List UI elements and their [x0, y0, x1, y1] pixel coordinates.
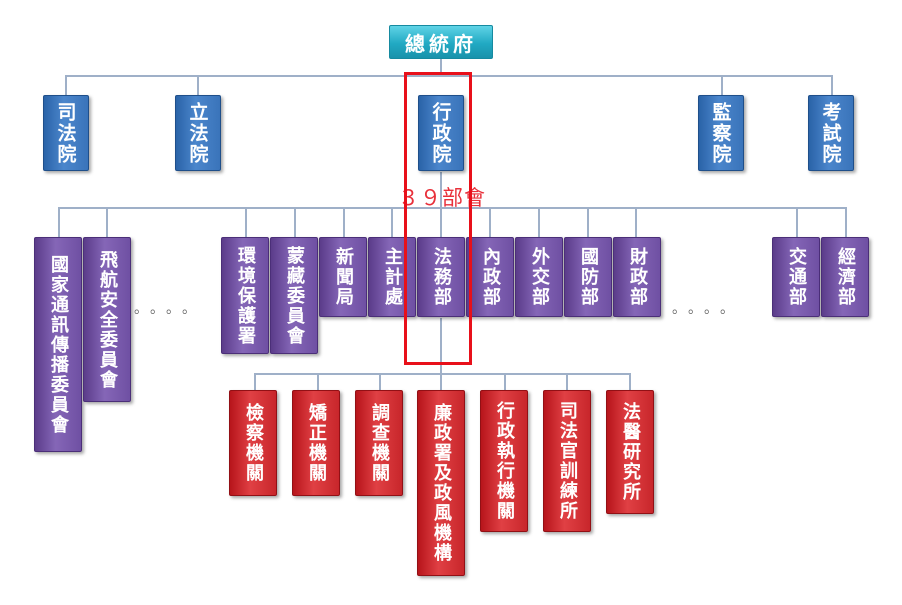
connector-min-5 — [343, 207, 345, 237]
connector-agency-6 — [566, 373, 568, 391]
node-judicial-yuan: 司法院 — [43, 95, 89, 171]
connector-root-down — [440, 58, 442, 76]
node-mtac: 蒙藏委員會 — [270, 237, 318, 354]
node-motc: 交通部 — [772, 237, 820, 317]
connector-moj-down — [440, 318, 442, 374]
connector-exec-down — [440, 172, 442, 208]
node-mnd: 國防部 — [564, 237, 612, 317]
node-mofa: 外交部 — [515, 237, 563, 317]
node-administrative-enforcement: 行政執行機關 — [480, 390, 528, 532]
node-aviation-safety-council: 飛航安全委員會 — [83, 237, 131, 402]
node-mof: 財政部 — [613, 237, 661, 317]
connector-min-12 — [796, 207, 798, 237]
node-moj: 法務部 — [417, 237, 465, 317]
node-legislative-yuan: 立法院 — [175, 95, 221, 171]
connector-yuan-2 — [197, 75, 199, 95]
node-control-yuan: 監察院 — [698, 95, 744, 171]
connector-min-11 — [635, 207, 637, 237]
node-presidential-office: 總統府 — [389, 25, 493, 59]
connector-agency-4 — [440, 373, 442, 391]
node-forensic-institute: 法醫研究所 — [606, 390, 654, 514]
connector-yuan-5 — [831, 75, 833, 95]
connector-min-13 — [845, 207, 847, 237]
node-anti-corruption-agency: 廉政署及政風機構 — [417, 390, 465, 576]
connector-min-9 — [538, 207, 540, 237]
connector-agency-5 — [504, 373, 506, 391]
node-epa: 環境保護署 — [221, 237, 269, 354]
connector-yuan-4 — [721, 75, 723, 95]
node-correctional-institutions: 矯正機關 — [292, 390, 340, 496]
node-gio: 新聞局 — [319, 237, 367, 317]
connector-min-4 — [294, 207, 296, 237]
node-dgbas: 主計處 — [368, 237, 416, 317]
ellipsis-left: 。。。。 — [134, 301, 205, 317]
connector-agency-bus — [254, 373, 630, 375]
connector-min-3 — [245, 207, 247, 237]
connector-yuan-bus — [65, 75, 831, 77]
connector-min-1 — [58, 207, 60, 237]
node-ncc: 國家通訊傳播委員會 — [34, 237, 82, 452]
connector-agency-3 — [379, 373, 381, 391]
executive-moj-highlight-frame — [404, 72, 472, 365]
connector-min-2 — [106, 207, 108, 237]
ellipsis-right: 。。。。 — [672, 301, 743, 317]
connector-agency-1 — [254, 373, 256, 391]
node-moi: 內政部 — [466, 237, 514, 317]
node-investigation-bureau: 調查機關 — [355, 390, 403, 496]
node-judges-academy: 司法官訓練所 — [543, 390, 591, 532]
node-executive-yuan: 行政院 — [418, 95, 464, 171]
connector-min-8 — [489, 207, 491, 237]
connector-ministry-bus — [58, 207, 846, 209]
connector-agency-7 — [629, 373, 631, 391]
connector-min-6 — [391, 207, 393, 237]
node-examination-yuan: 考試院 — [808, 95, 854, 171]
connector-min-7 — [440, 207, 442, 237]
node-prosecutors-offices: 檢察機關 — [229, 390, 277, 496]
connector-min-10 — [587, 207, 589, 237]
connector-agency-2 — [317, 373, 319, 391]
node-moea: 經濟部 — [821, 237, 869, 317]
connector-yuan-1 — [65, 75, 67, 95]
